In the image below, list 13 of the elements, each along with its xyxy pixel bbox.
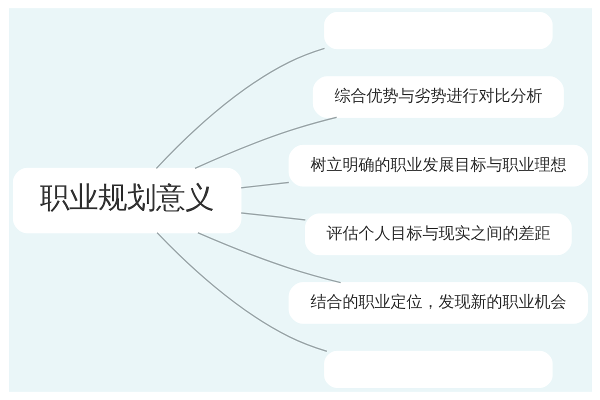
connector xyxy=(197,232,340,284)
node-box xyxy=(324,12,552,50)
node-box: 树立明确的职业发展目标与职业理想 xyxy=(288,144,588,186)
node-box: 职业规划意义 xyxy=(12,168,241,234)
node-box: 结合的职业定位，发现新的职业机会 xyxy=(288,282,588,324)
node-box: 评估个人目标与现实之间的差距 xyxy=(304,214,572,256)
connector xyxy=(240,182,288,188)
connector xyxy=(156,232,327,352)
connector xyxy=(155,48,324,169)
connector xyxy=(240,212,305,221)
node-box xyxy=(324,350,552,388)
connector xyxy=(194,116,336,169)
node-box: 综合优势与劣势进行对比分析 xyxy=(312,76,564,118)
